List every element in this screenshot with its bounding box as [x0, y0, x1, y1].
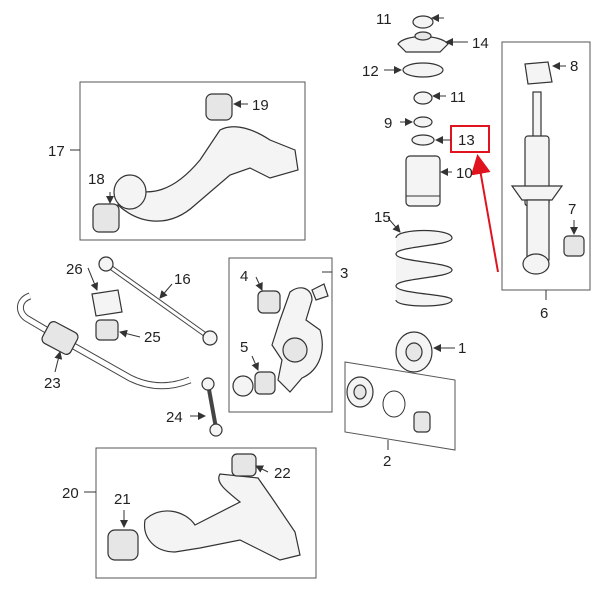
- bearing-snap-ring: [382, 390, 406, 418]
- callout-11-mid: 11: [450, 89, 466, 106]
- knuckle-bushing-4: [257, 290, 281, 314]
- knuckle-bushing-5: [254, 371, 276, 395]
- bumper-11: [413, 91, 433, 105]
- strut-mount-stack: [384, 14, 468, 307]
- shock-absorber-group: [501, 41, 591, 300]
- shock-bushing-7: [563, 235, 585, 257]
- stabilizer-link-group: [190, 377, 223, 437]
- callout-12: 12: [362, 63, 379, 80]
- upper-arm-bushing-front: [113, 174, 147, 210]
- snap-ring-5: [232, 375, 254, 397]
- callout-7: 7: [568, 201, 576, 218]
- callout-23: 23: [44, 375, 61, 392]
- shock-rod: [532, 91, 542, 139]
- stabilizer-bar-group: [17, 267, 192, 390]
- callout-4: 4: [240, 268, 248, 285]
- callout-6: 6: [540, 305, 548, 322]
- lower-arm-bushing-21: [107, 529, 139, 561]
- callout-2: 2: [383, 453, 391, 470]
- callout-8: 8: [570, 58, 578, 75]
- callout-24: 24: [166, 409, 183, 426]
- lower-arm-box: [95, 447, 317, 579]
- stabilizer-link-top: [201, 377, 215, 391]
- hub-bearing-group: [344, 331, 456, 451]
- upper-control-arm-group: [70, 81, 306, 241]
- knuckle-box: [228, 257, 333, 413]
- highlight-box-13: [450, 125, 490, 153]
- upper-arm-bushing-18: [92, 203, 120, 233]
- stabilizer-bushing-23: [41, 321, 79, 355]
- callout-26: 26: [66, 261, 83, 278]
- upper-arm-bushing-rear: [205, 93, 233, 121]
- stabilizer-bracket-26: [91, 289, 123, 317]
- insulator-13: [411, 134, 435, 146]
- callout-20: 20: [62, 485, 79, 502]
- coil-spring-15: [395, 229, 453, 307]
- lower-control-arm-group: [84, 447, 317, 579]
- callout-14: 14: [472, 35, 489, 52]
- callout-21: 21: [114, 491, 131, 508]
- callout-9: 9: [384, 115, 392, 132]
- knuckle-group: [228, 257, 333, 413]
- callout-17: 17: [48, 143, 65, 160]
- callout-3: 3: [340, 265, 348, 282]
- lower-control-arm: [144, 473, 301, 561]
- callout-5: 5: [240, 339, 248, 356]
- lateral-link-end-inner: [98, 256, 114, 272]
- hub-seal: [413, 411, 431, 433]
- callout-10: 10: [456, 165, 473, 182]
- callout-13: 13: [458, 132, 475, 149]
- lateral-link-group: [98, 256, 218, 346]
- upper-arm-box: [79, 81, 306, 241]
- highlight-arrow: [470, 154, 499, 273]
- callout-22: 22: [274, 465, 291, 482]
- callout-16: 16: [174, 271, 191, 288]
- lower-arm-bushing-22: [231, 453, 257, 477]
- spring-seat-12: [402, 62, 444, 78]
- callout-15: 15: [374, 209, 391, 226]
- callout-18: 18: [88, 171, 105, 188]
- bearing-box: [344, 361, 456, 451]
- upper-control-arm: [117, 126, 299, 222]
- callout-19: 19: [252, 97, 269, 114]
- stabilizer-bushing-25: [95, 319, 119, 341]
- stabilizer-link-bottom: [209, 423, 223, 437]
- callout-25: 25: [144, 329, 161, 346]
- dust-boot-10: [405, 155, 441, 207]
- lateral-link-end-outer: [202, 330, 218, 346]
- upper-bumper-11: [412, 15, 434, 29]
- callout-11-top: 11: [376, 11, 392, 28]
- shock-lower-eye: [522, 253, 550, 275]
- callout-1: 1: [458, 340, 466, 357]
- strut-mount-14: [397, 35, 449, 53]
- shock-mount-8: [524, 61, 553, 85]
- shock-lower-body: [526, 199, 550, 261]
- shock-bracket: [510, 185, 564, 201]
- insulator-9: [413, 116, 433, 128]
